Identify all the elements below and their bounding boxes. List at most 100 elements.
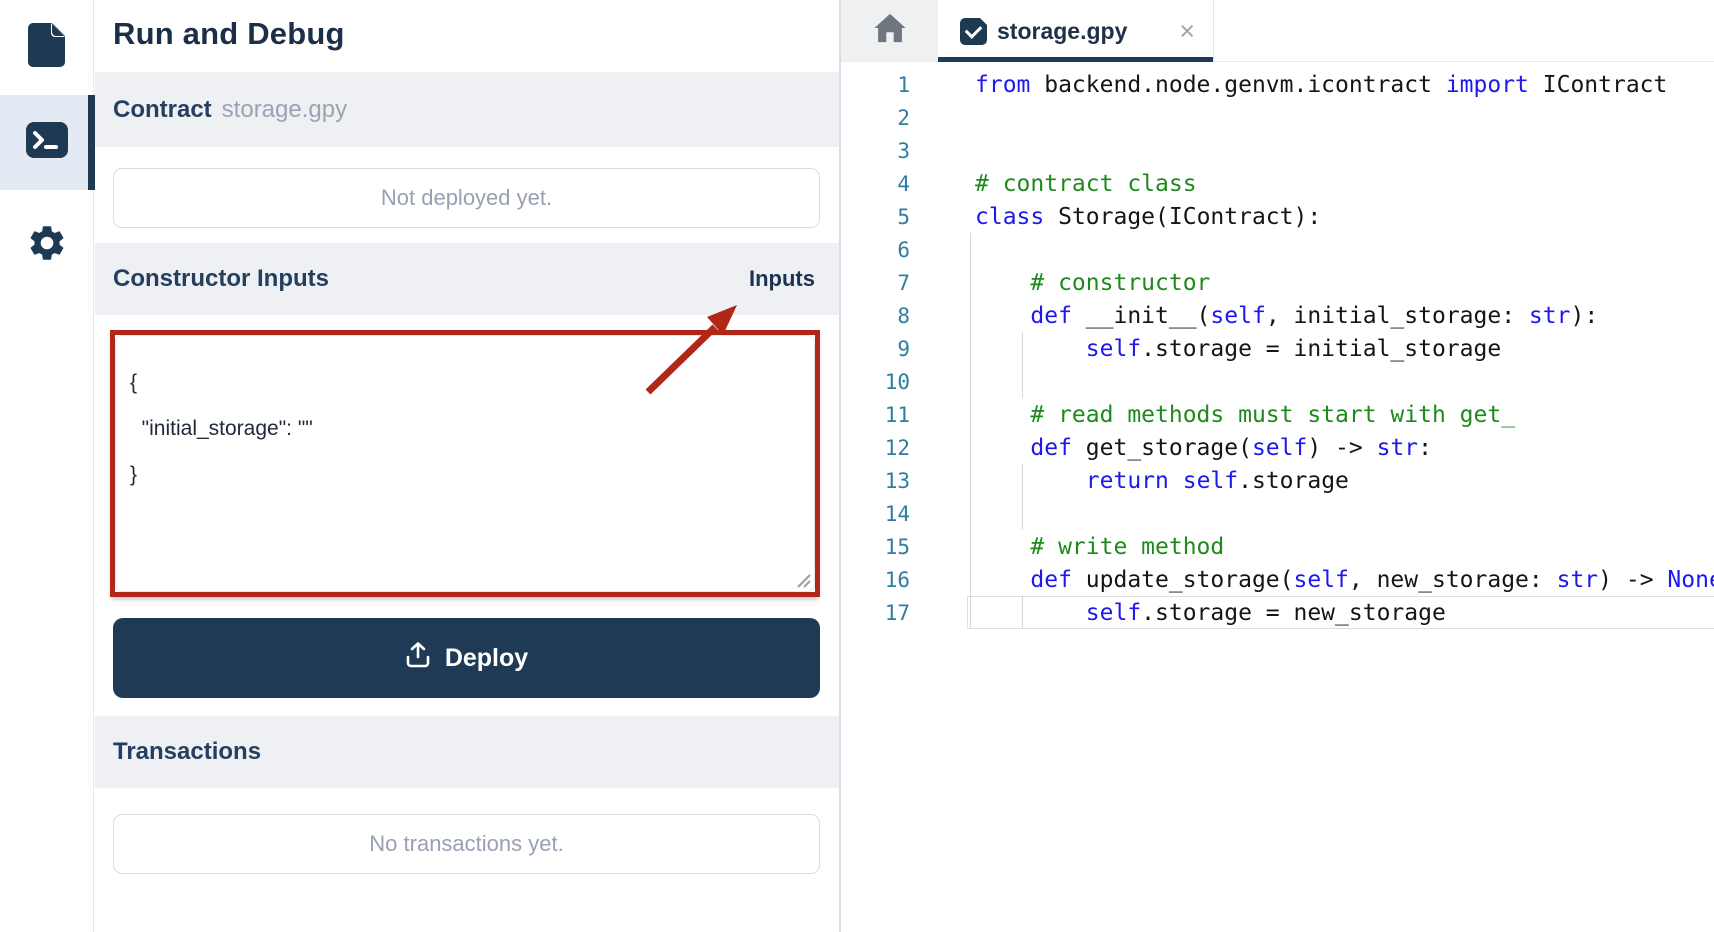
home-button[interactable] [841,0,938,61]
indent-guide [970,332,971,365]
indent-guide [970,299,971,332]
constructor-inputs-json[interactable]: { "initial_storage": "" } [130,371,313,486]
code-text: # read methods must start with get_ [1030,401,1516,428]
code-text: def __init__(self, initial_storage: str)… [1030,302,1599,329]
indent-guide [970,266,971,299]
code-line-11[interactable]: 11 # read methods must start with get_ [841,398,1714,431]
code-area[interactable]: 1 from backend.node.genvm.icontract impor… [841,62,1714,932]
indent-guide [1022,464,1023,497]
home-icon [873,12,907,49]
terminal-icon [26,122,68,163]
transactions-empty-text: No transactions yet. [369,831,564,856]
indent-guide [970,431,971,464]
deploy-status-box: Not deployed yet. [113,168,820,228]
code-line-9[interactable]: 9 self.storage = initial_storage [841,332,1714,365]
resize-grip-icon[interactable] [790,567,812,589]
code-line-14[interactable]: 14 [841,497,1714,530]
line-number: 15 [884,534,910,559]
gear-icon [26,222,68,269]
indent-guide [970,365,971,398]
line-number: 13 [884,468,910,493]
line-number: 12 [884,435,910,460]
tab-bar: storage.gpy × [841,0,1714,62]
line-number: 6 [897,237,910,262]
code-text: self.storage = new_storage [1085,599,1446,626]
code-line-3[interactable]: 3 [841,134,1714,167]
file-check-icon [960,16,988,45]
indent-guide [970,530,971,563]
code-text: # write method [1030,533,1225,560]
indent-guide [970,596,971,629]
code-line-8[interactable]: 8 def __init__(self, initial_storage: st… [841,299,1714,332]
indent-guide [1022,497,1023,530]
indent-guide [1022,332,1023,365]
line-number: 3 [897,138,910,163]
code-line-15[interactable]: 15 # write method [841,530,1714,563]
line-number: 16 [884,567,910,592]
sidebar-item-run-debug[interactable] [0,95,96,190]
code-line-10[interactable]: 10 [841,365,1714,398]
line-number: 17 [884,600,910,625]
page-title: Run and Debug [113,16,345,51]
contract-filename: storage.gpy [221,95,348,123]
constructor-inputs-annotation-box: { "initial_storage": "" } [110,330,820,597]
line-number: 2 [897,105,910,130]
constructor-section-header: Constructor Inputs Inputs [95,243,839,315]
tab-storage-gpy[interactable]: storage.gpy × [938,0,1214,62]
line-number: 9 [897,336,910,361]
line-number: 7 [897,270,910,295]
deploy-button-label: Deploy [444,643,529,672]
indent-guide [970,563,971,596]
contract-label: Contract [113,95,212,123]
code-line-5[interactable]: 5 class Storage(IContract): [841,200,1714,233]
file-icon [27,22,67,73]
code-line-7[interactable]: 7 # constructor [841,266,1714,299]
transactions-section-header: Transactions [95,716,839,788]
sidebar-item-settings[interactable] [0,198,94,293]
code-line-2[interactable]: 2 [841,101,1714,134]
indent-guide [970,497,971,530]
code-line-1[interactable]: 1 from backend.node.genvm.icontract impor… [841,68,1714,101]
code-text: def update_storage(self, new_storage: st… [1030,566,1714,593]
upload-icon [405,641,431,676]
indent-guide [970,233,971,266]
code-line-13[interactable]: 13 return self.storage [841,464,1714,497]
code-text: from backend.node.genvm.icontract import… [975,71,1668,98]
transactions-label: Transactions [113,738,262,765]
code-text: # contract class [975,170,1197,197]
transactions-empty-box: No transactions yet. [113,814,820,874]
line-number: 5 [897,204,910,229]
code-text: def get_storage(self) -> str: [1030,434,1432,461]
tab-label: storage.gpy [997,17,1128,44]
constructor-label: Constructor Inputs [113,265,329,292]
indent-guide [970,398,971,431]
deploy-status-text: Not deployed yet. [380,185,553,210]
code-line-16[interactable]: 16 def update_storage(self, new_storage:… [841,563,1714,596]
run-debug-panel: Run and Debug Contract storage.gpy Not d… [95,0,839,932]
active-line-highlight [967,596,1714,629]
line-number: 11 [884,402,910,427]
deploy-button[interactable]: Deploy [113,618,820,698]
close-icon[interactable]: × [1179,15,1195,46]
line-number: 8 [897,303,910,328]
code-line-4[interactable]: 4# contract class [841,167,1714,200]
code-text: return self.storage [1085,467,1349,494]
contract-section-header: Contract storage.gpy [95,72,839,147]
code-line-12[interactable]: 12 def get_storage(self) -> str: [841,431,1714,464]
editor-pane: storage.gpy × 1 from backend.node.genvm.i… [839,0,1714,932]
sidebar-item-files[interactable] [0,0,94,95]
activity-bar [0,0,96,932]
code-text: self.storage = initial_storage [1085,335,1502,362]
code-text: # constructor [1030,269,1211,296]
indent-guide [970,464,971,497]
indent-guide [1022,365,1023,398]
indent-guide [1022,596,1023,629]
line-number: 1 [897,72,910,97]
constructor-inputs-textarea[interactable]: { "initial_storage": "" } [115,335,815,592]
code-text: class Storage(IContract): [975,203,1322,230]
code-line-6[interactable]: 6 [841,233,1714,266]
code-line-17[interactable]: 17 self.storage = new_storage [841,596,1714,629]
line-number: 10 [884,369,910,394]
inputs-badge: Inputs [749,266,815,291]
